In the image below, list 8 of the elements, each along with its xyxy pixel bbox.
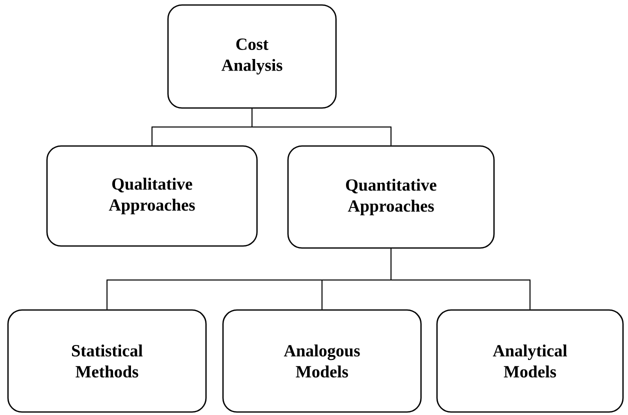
process-box: Cost Analysis	[167, 4, 337, 109]
connector-line	[252, 108, 392, 146]
process-box: Analytical Models	[436, 309, 624, 413]
process-box: Analogous Models	[222, 309, 422, 413]
process-box: Qualitative Approaches	[46, 145, 258, 247]
process-box: Statistical Methods	[7, 309, 207, 413]
process-box: Quantitative Approaches	[287, 145, 495, 249]
connector-line	[390, 248, 530, 310]
